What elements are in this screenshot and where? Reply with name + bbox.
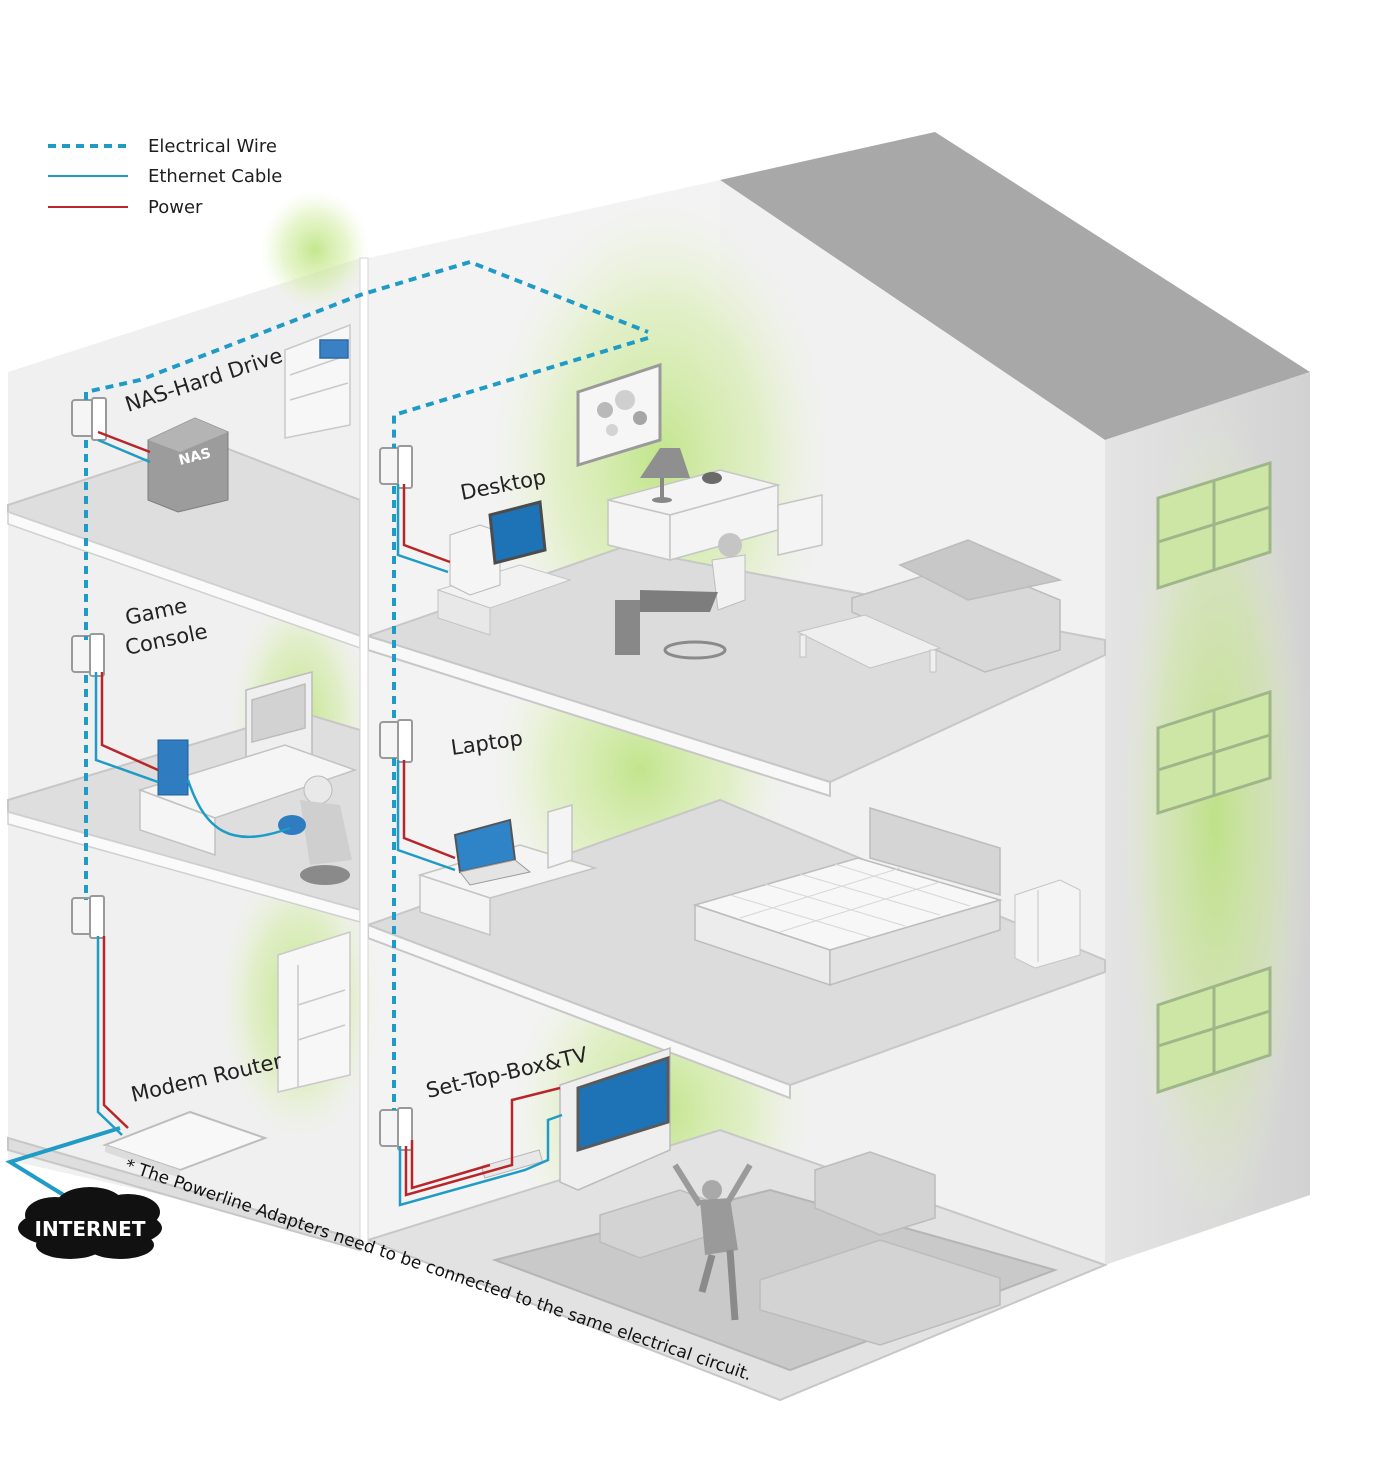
tv-living bbox=[559, 1046, 671, 1191]
lamp bbox=[640, 448, 690, 503]
internet-cable bbox=[5, 1126, 121, 1204]
cables bbox=[94, 430, 563, 1207]
legend-power: Power bbox=[148, 197, 203, 218]
modem-router-device bbox=[102, 1110, 268, 1178]
wall-picture bbox=[576, 362, 662, 468]
wardrobe bbox=[1014, 879, 1081, 969]
legend: Electrical Wire Ethernet Cable Power bbox=[48, 136, 282, 218]
telephone-icon bbox=[702, 472, 722, 484]
laptop-device bbox=[453, 818, 532, 886]
coffee-table-upper bbox=[796, 614, 942, 673]
roof bbox=[720, 132, 1310, 440]
internet-cloud: INTERNET bbox=[18, 1187, 162, 1259]
desk bbox=[607, 469, 823, 561]
person-sitting bbox=[615, 533, 746, 660]
powerline-adapter-game-device bbox=[157, 739, 189, 796]
bed bbox=[692, 806, 1003, 987]
sofa-lower bbox=[599, 1151, 1001, 1346]
side-windows bbox=[1156, 460, 1272, 1095]
bed-grid bbox=[729, 863, 971, 938]
person-jumping bbox=[672, 1163, 753, 1321]
sofa-upper bbox=[851, 539, 1063, 673]
internet-label: INTERNET bbox=[35, 1217, 146, 1241]
nas-box-label: NAS bbox=[177, 445, 213, 468]
nas-shelf bbox=[284, 323, 351, 439]
electrical-wiring bbox=[84, 259, 649, 1110]
modem-shelf bbox=[277, 930, 351, 1093]
center-divider bbox=[359, 257, 369, 1251]
game-table bbox=[137, 744, 358, 857]
legend-electrical-wire: Electrical Wire bbox=[148, 136, 277, 157]
desktop-computer bbox=[436, 500, 572, 636]
person-gaming bbox=[278, 775, 352, 885]
nas-device: NAS bbox=[147, 417, 229, 513]
legend-ethernet-cable: Ethernet Cable bbox=[148, 166, 282, 187]
